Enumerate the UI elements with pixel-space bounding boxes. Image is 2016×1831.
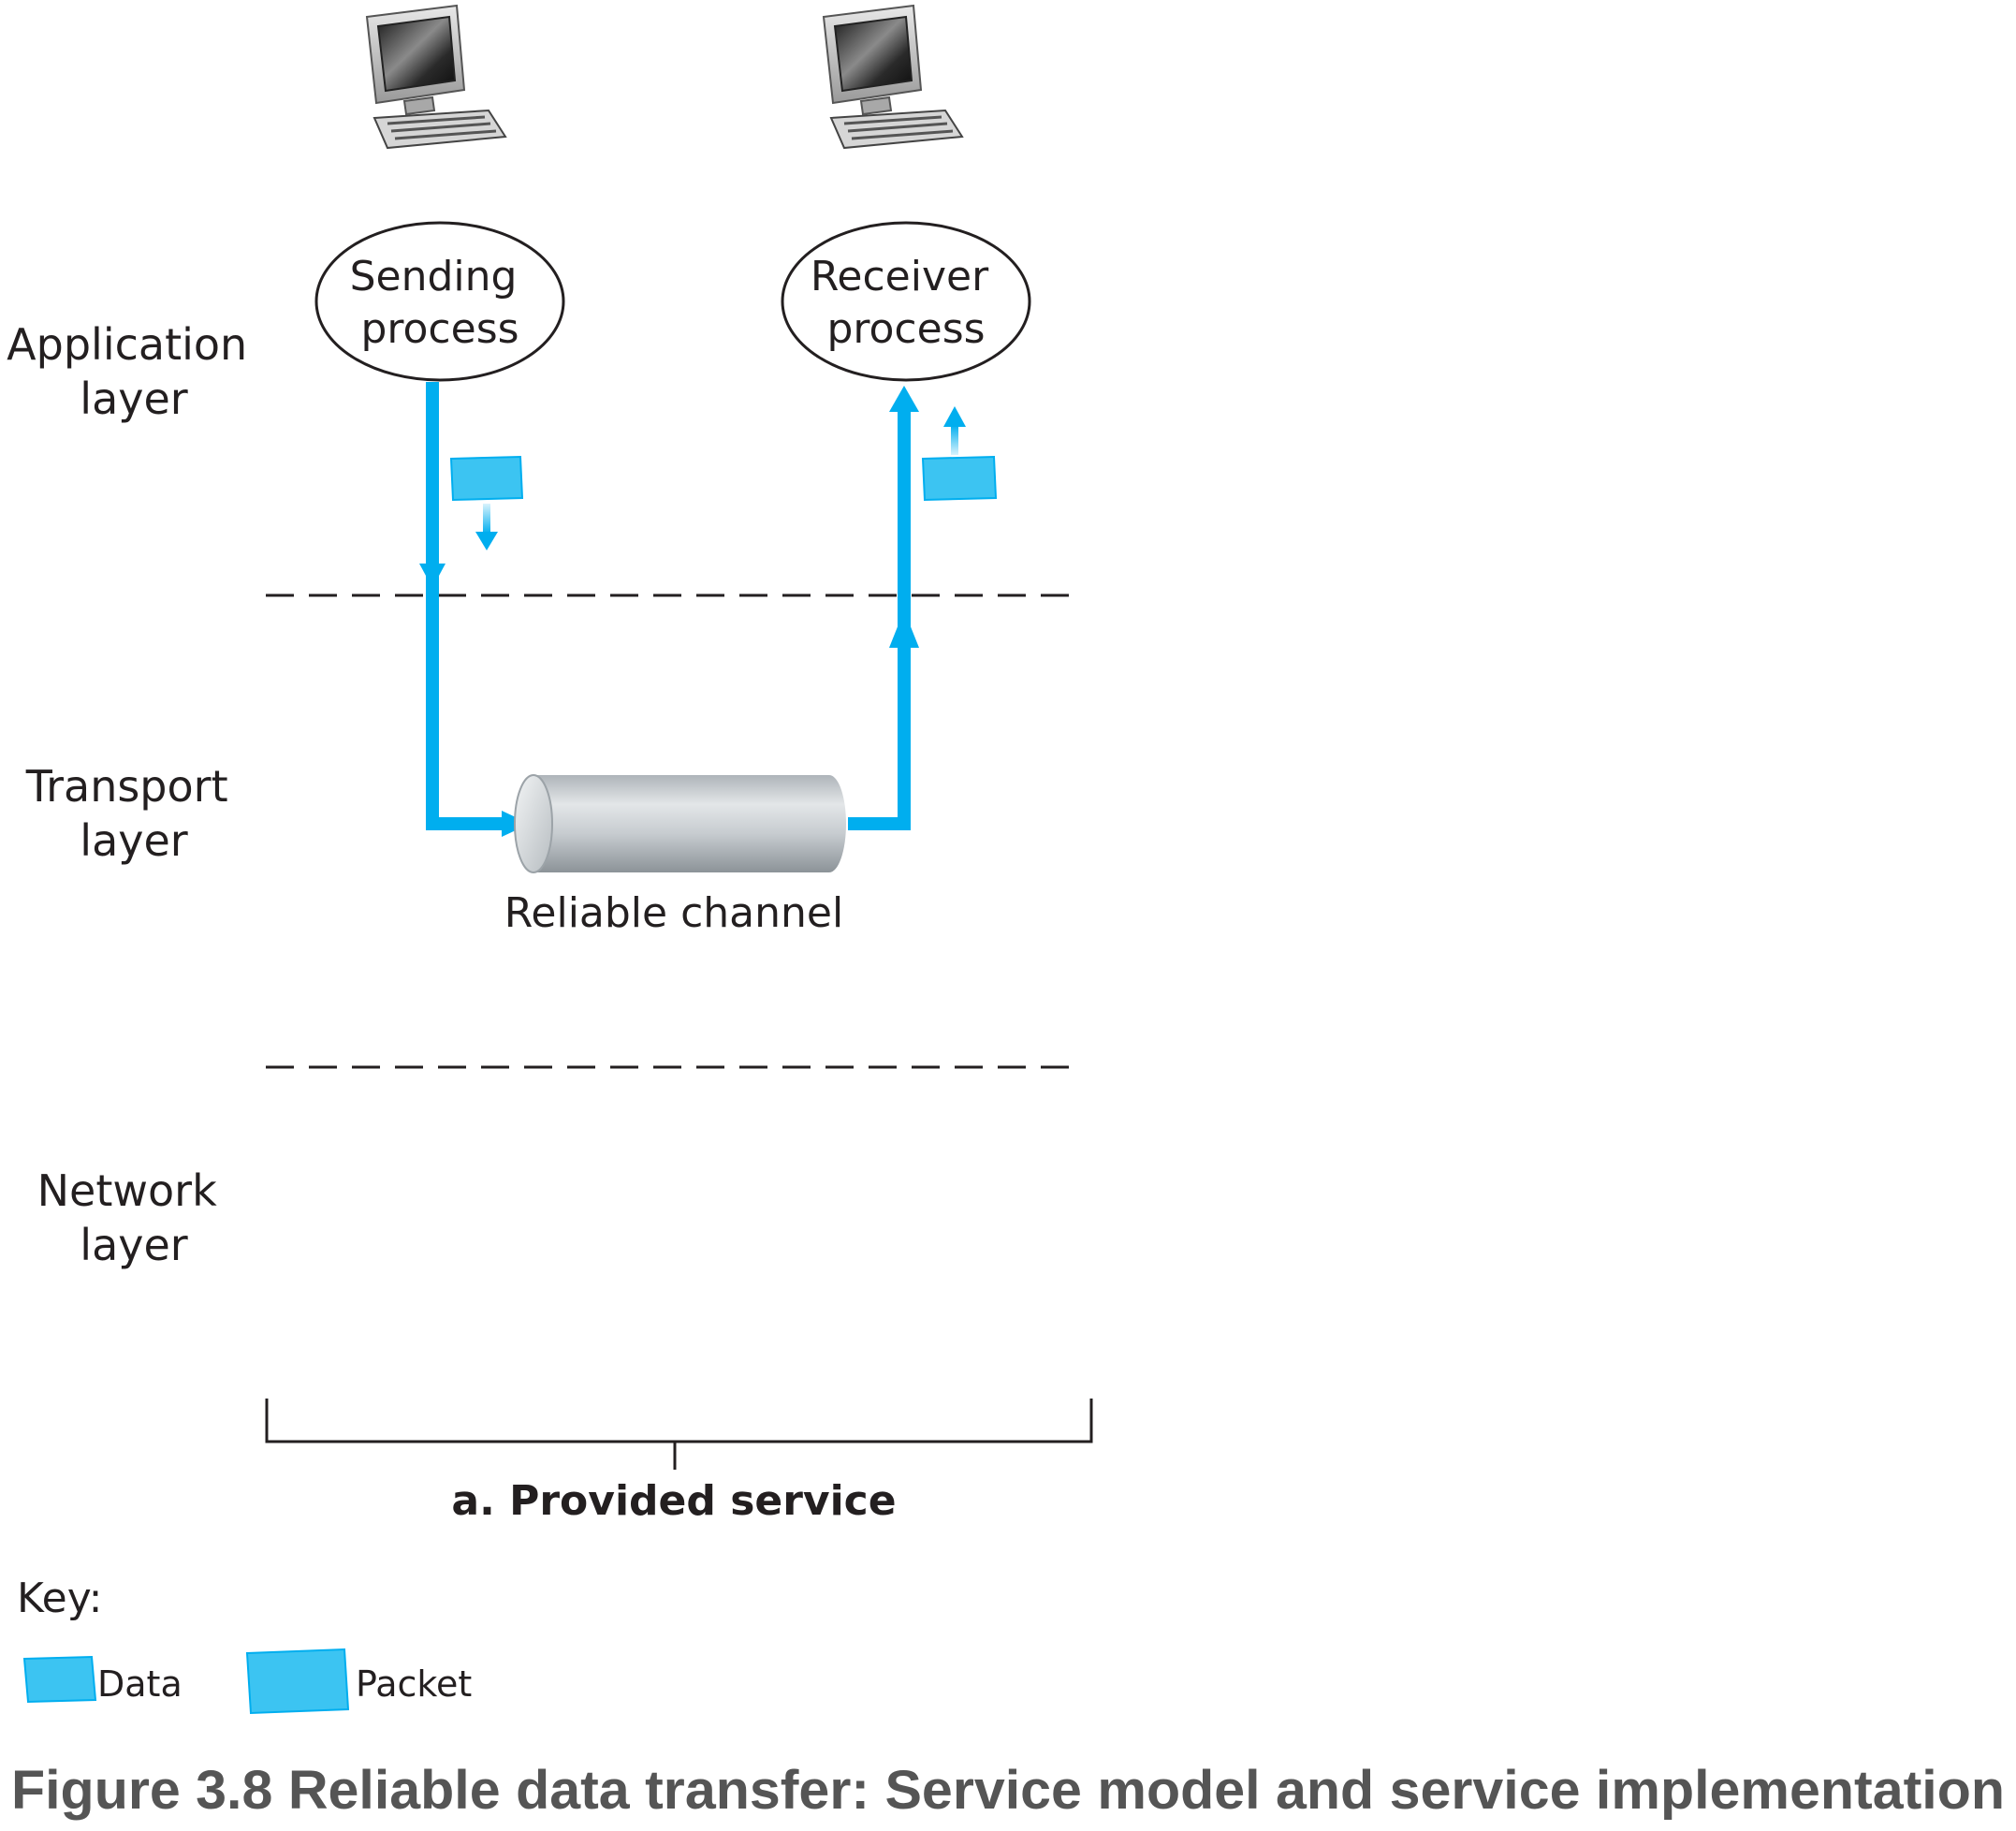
transport-layer-label: Transport layer [25, 761, 241, 866]
reliable-channel-pipe [514, 774, 846, 873]
computer-icon [822, 4, 964, 150]
receiver-flow-arrow [848, 386, 919, 830]
key-data-label: Data [97, 1663, 183, 1705]
svg-text:Sending process: Sending process [350, 253, 531, 353]
receiver-process: Receiver process [781, 221, 1031, 382]
receiver-data-unit [921, 406, 998, 502]
key-packet-label: Packet [356, 1663, 472, 1705]
computer-icon [365, 4, 507, 150]
service-bracket [265, 1399, 1093, 1470]
application-layer-label: Application layer [7, 319, 261, 424]
sender-data-unit [449, 455, 524, 550]
figure-caption: Figure 3.8 Reliable data transfer: Servi… [11, 1760, 2005, 1821]
key-title: Key: [17, 1575, 102, 1622]
sender-flow-arrow [419, 382, 530, 837]
svg-text:Receiver process: Receiver process [811, 253, 1001, 353]
provided-service-label: a. Provided service [451, 1477, 896, 1525]
sending-process: Sending process [314, 221, 565, 382]
network-layer-label: Network layer [37, 1165, 231, 1270]
key-packet-swatch [245, 1648, 350, 1715]
reliable-channel-label: Reliable channel [504, 889, 843, 937]
key-data-swatch [22, 1655, 97, 1704]
